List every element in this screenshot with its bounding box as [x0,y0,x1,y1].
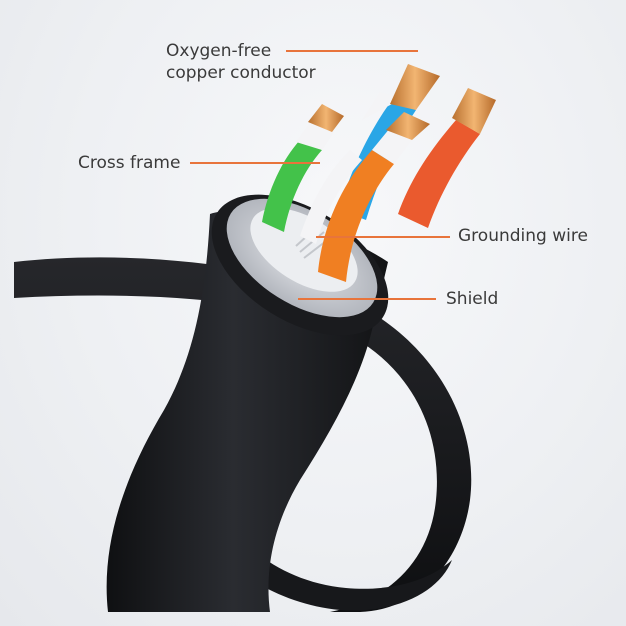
wire-white [300,150,362,244]
leader-cross-frame [190,162,320,164]
label-grounding-wire: Grounding wire [458,226,588,246]
label-shield: Shield [446,289,499,309]
leader-conductor [286,50,418,52]
wire-orange [318,112,430,282]
leader-grounding-wire [316,236,450,238]
label-cross-frame: Cross frame [78,153,181,173]
leader-shield [298,298,436,300]
cable-loop-back [14,257,472,612]
wire-red-orange [398,88,496,228]
label-conductor-line2: copper conductor [166,63,316,83]
label-conductor-line1: Oxygen-free [166,41,272,61]
